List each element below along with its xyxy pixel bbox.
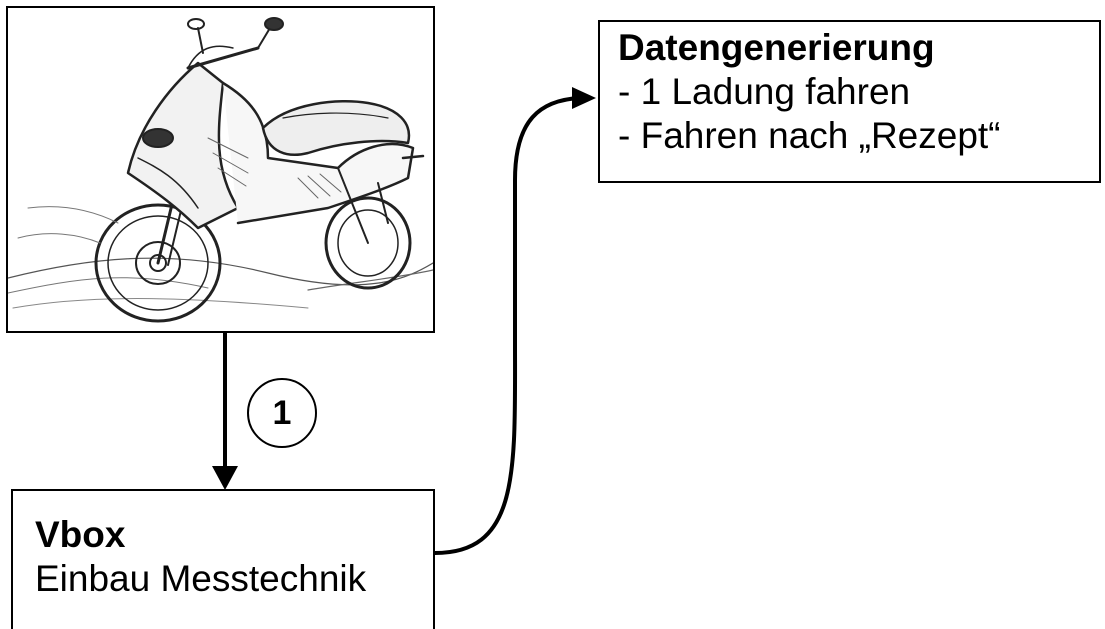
vbox-node: Vbox Einbau Messtechnik (11, 489, 435, 629)
arrow-sketch-to-vbox (212, 333, 238, 490)
vbox-title: Vbox (35, 514, 126, 555)
arrow-vbox-to-datagen (434, 87, 596, 555)
scooter-sketch-icon (8, 17, 433, 323)
data-generation-title: Datengenerierung (618, 27, 935, 68)
data-generation-node: Datengenerierung - 1 Ladung fahren - Fah… (598, 20, 1101, 183)
data-generation-item: - 1 Ladung fahren (618, 71, 911, 112)
step-number-badge: 1 (247, 378, 317, 448)
data-generation-item: - Fahren nach „Rezept“ (618, 115, 1001, 156)
vbox-subtitle: Einbau Messtechnik (35, 558, 367, 599)
scooter-sketch-panel (6, 6, 435, 333)
